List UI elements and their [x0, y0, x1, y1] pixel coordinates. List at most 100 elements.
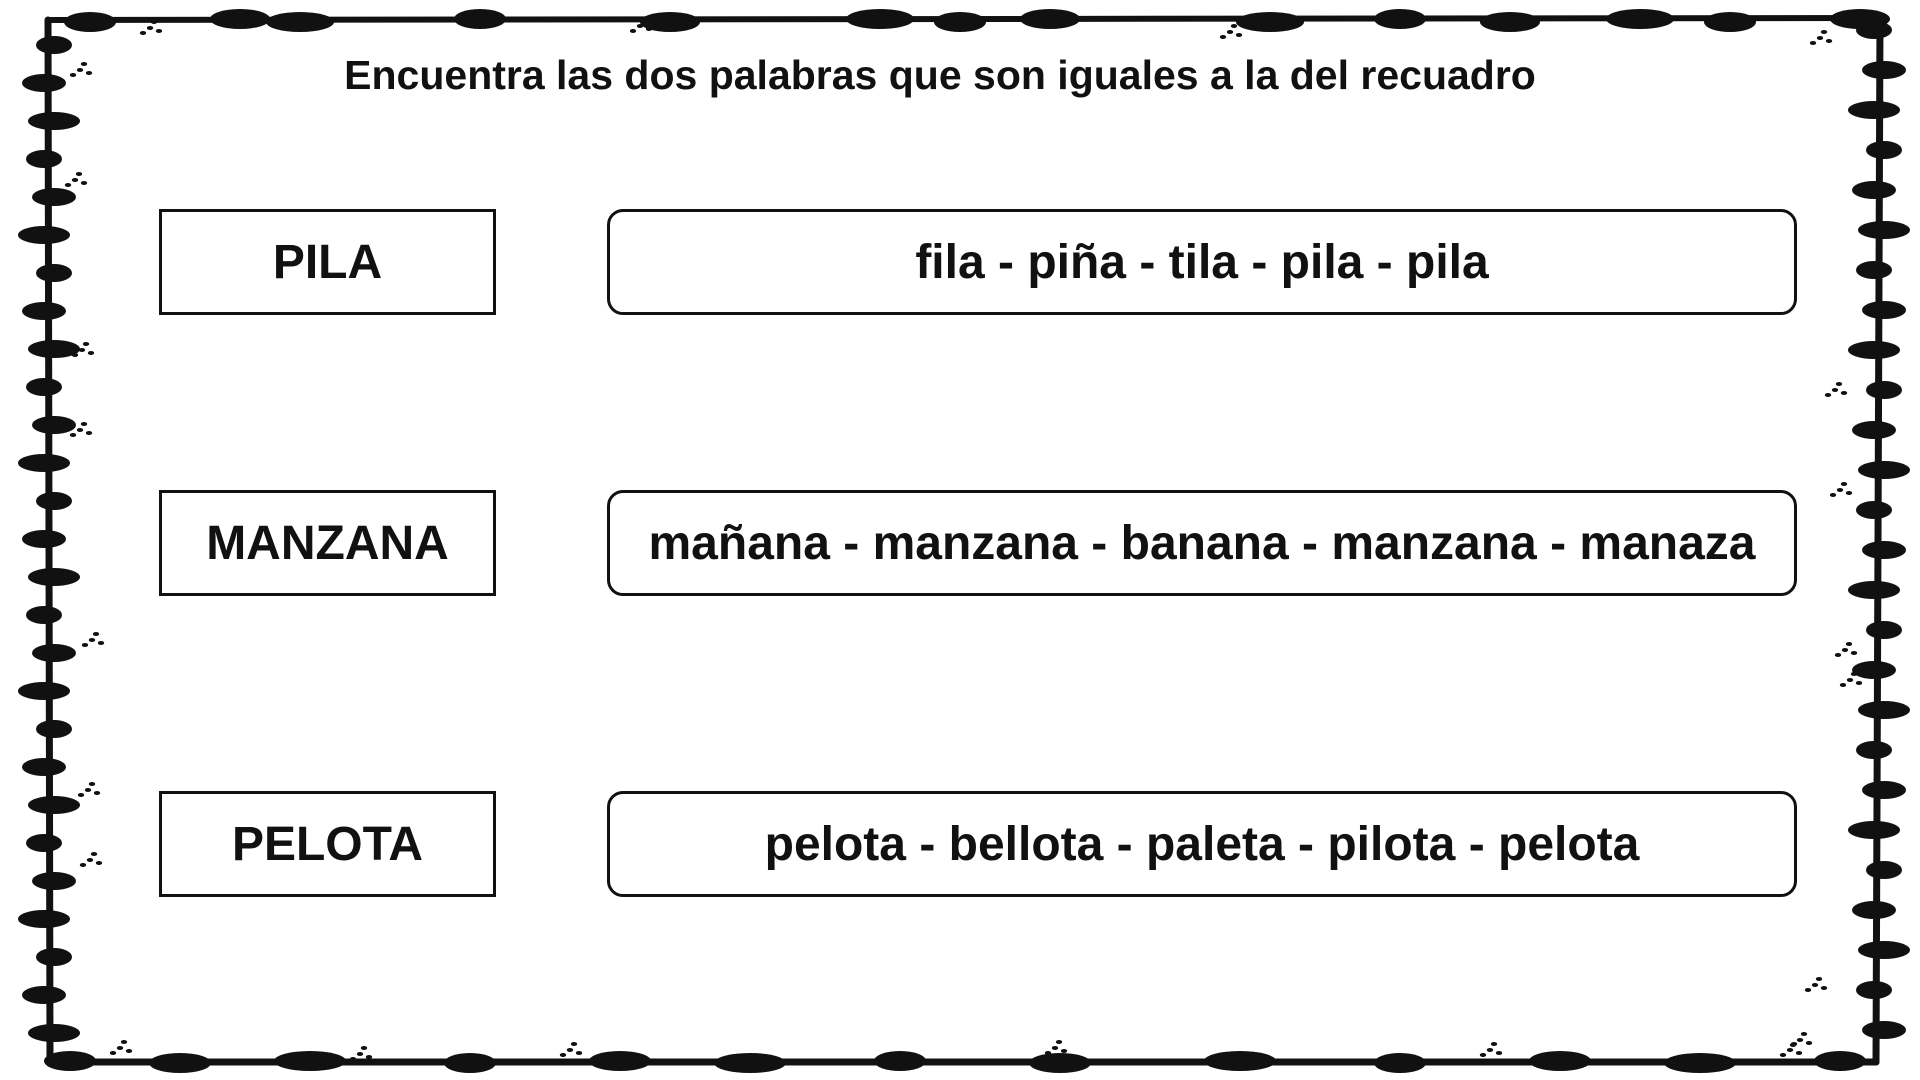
border-bead [149, 1053, 211, 1073]
border-bead [32, 644, 76, 662]
border-speck [1786, 1048, 1794, 1052]
border-bead [1856, 981, 1892, 999]
border-speck [1835, 382, 1843, 386]
border-bead [44, 1051, 96, 1071]
border-speck [1840, 391, 1848, 395]
border-bead [1862, 541, 1906, 559]
border-speck [1840, 482, 1848, 486]
border-bead [1480, 12, 1540, 32]
border-speck [109, 1051, 117, 1055]
border-bead [22, 530, 66, 548]
border-speck [1831, 388, 1839, 392]
border-bead [1862, 301, 1906, 319]
border-speck [1226, 30, 1234, 34]
border-speck [81, 643, 89, 647]
border-speck [64, 183, 72, 187]
border-bead [589, 1051, 651, 1071]
border-speck [1804, 988, 1812, 992]
border-bead [1848, 821, 1900, 839]
border-bead [32, 872, 76, 890]
border-bead [1856, 21, 1892, 39]
border-speck [146, 26, 154, 30]
border-speck [125, 1049, 133, 1053]
border-bead [1866, 861, 1902, 879]
border-speck [349, 1057, 357, 1061]
border-speck [93, 791, 101, 795]
border-speck [1820, 30, 1828, 34]
border-speck [636, 24, 644, 28]
border-speck [1790, 1042, 1798, 1046]
border-bead [32, 416, 76, 434]
border-bead [18, 454, 70, 472]
border-speck [1779, 1053, 1787, 1057]
border-bead [18, 910, 70, 928]
border-bead [18, 226, 70, 244]
border-speck [80, 422, 88, 426]
border-bead [1374, 1053, 1426, 1073]
border-speck [97, 641, 105, 645]
border-bead [1204, 1051, 1276, 1071]
border-bead [1852, 901, 1896, 919]
border-speck [1051, 1046, 1059, 1050]
border-bead [28, 568, 80, 586]
border-bead [874, 1051, 926, 1071]
border-speck [116, 1046, 124, 1050]
border-speck [150, 20, 158, 24]
border-bead [1862, 781, 1906, 799]
border-speck [1796, 1038, 1804, 1042]
border-speck [1044, 1051, 1052, 1055]
target-word-box-3: PELOTA [159, 791, 496, 897]
border-bead [26, 378, 62, 396]
border-bead [1858, 941, 1910, 959]
border-speck [1836, 488, 1844, 492]
border-speck [1855, 681, 1863, 685]
border-speck [76, 428, 84, 432]
border-bead [1704, 12, 1756, 32]
border-bead [1848, 581, 1900, 599]
border-bead [22, 986, 66, 1004]
border-speck [85, 431, 93, 435]
border-speck [79, 863, 87, 867]
border-speck [1230, 24, 1238, 28]
border-bead [26, 606, 62, 624]
border-bead [1029, 1053, 1091, 1073]
border-speck [69, 433, 77, 437]
border-speck [90, 852, 98, 856]
border-bead [454, 9, 506, 29]
border-bead [1856, 261, 1892, 279]
border-bead [1858, 701, 1910, 719]
border-speck [1816, 36, 1824, 40]
border-bead [28, 796, 80, 814]
border-bead [36, 264, 72, 282]
border-speck [84, 788, 92, 792]
border-speck [1845, 642, 1853, 646]
border-speck [1811, 983, 1819, 987]
border-speck [645, 27, 653, 31]
border-bead [22, 758, 66, 776]
border-speck [87, 351, 95, 355]
border-speck [1845, 491, 1853, 495]
border-speck [1795, 1051, 1803, 1055]
border-bead [1848, 341, 1900, 359]
border-speck [575, 1051, 583, 1055]
border-bead [1858, 221, 1910, 239]
border-speck [356, 1052, 364, 1056]
border-speck [69, 73, 77, 77]
border-speck [92, 632, 100, 636]
border-bead [36, 948, 72, 966]
border-speck [1834, 653, 1842, 657]
border-bead [1020, 9, 1080, 29]
border-bead [1606, 9, 1674, 29]
border-speck [1815, 977, 1823, 981]
border-speck [1850, 672, 1858, 676]
target-word-box-1: PILA [159, 209, 496, 315]
border-bead [28, 340, 80, 358]
border-speck [75, 172, 83, 176]
border-speck [1841, 648, 1849, 652]
border-bead [1848, 101, 1900, 119]
border-bead [22, 302, 66, 320]
border-speck [1839, 683, 1847, 687]
border-speck [88, 638, 96, 642]
border-bead [1858, 461, 1910, 479]
border-speck [566, 1048, 574, 1052]
